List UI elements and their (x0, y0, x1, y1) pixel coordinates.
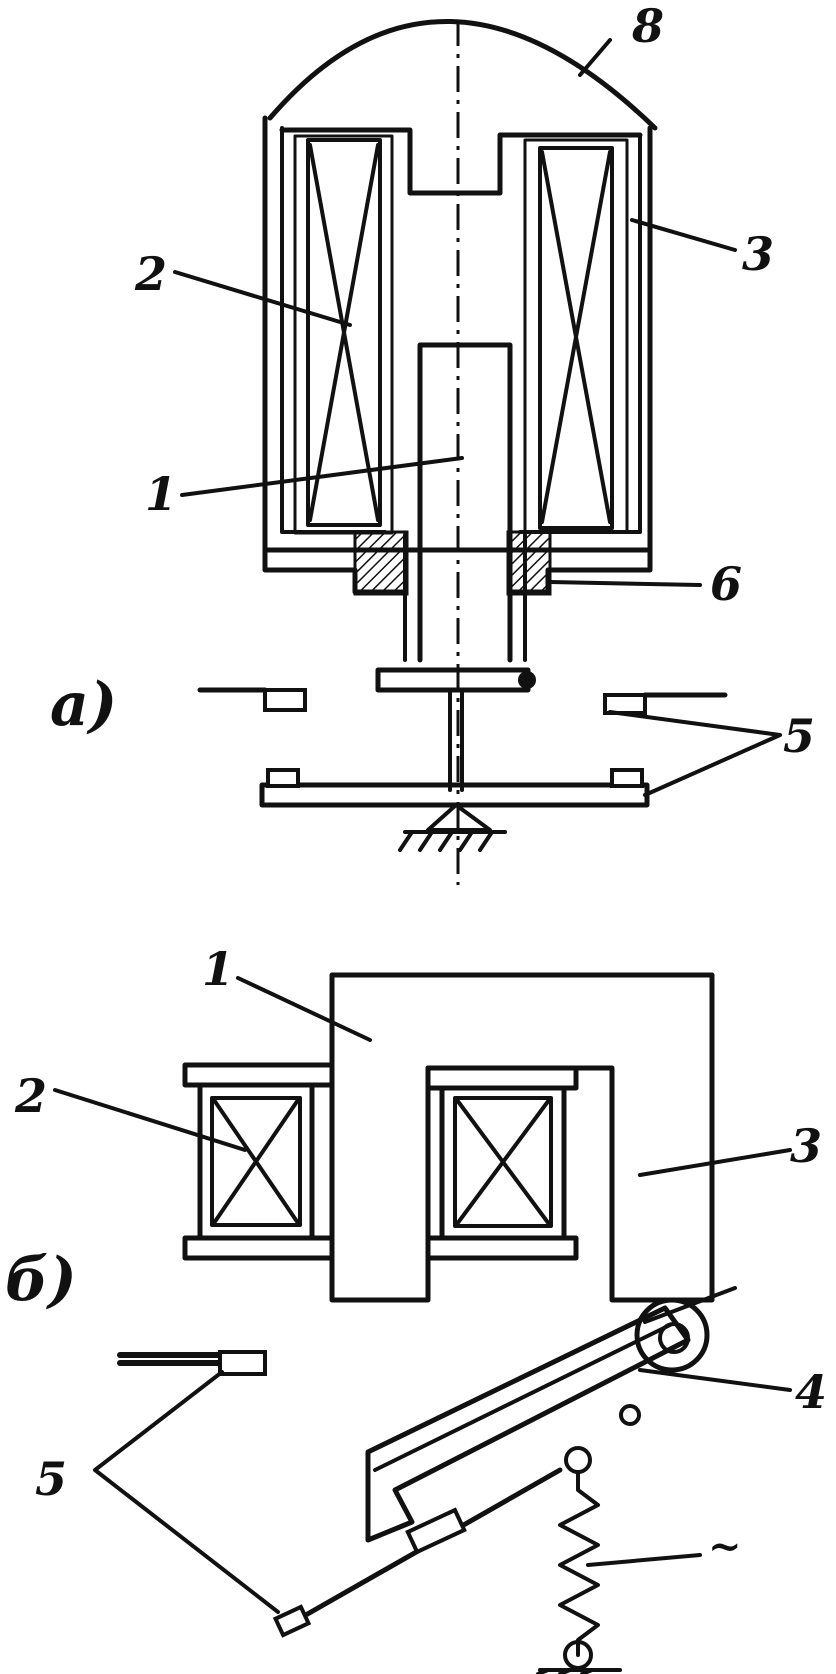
panel-label-a: a) (50, 670, 117, 740)
cap-dome (267, 18, 658, 131)
callout-b-yoke: 3 (790, 1119, 822, 1173)
fixed-contact-b (117, 1352, 228, 1366)
callout-b-coil: 2 (14, 1069, 47, 1123)
plunger-collar (375, 667, 531, 693)
coil-right (538, 146, 614, 530)
coil-b-inner (425, 1065, 579, 1091)
callout-b-armature: 4 (795, 1365, 827, 1419)
clapper-armature (365, 1305, 691, 1543)
callout-a-cap: 8 (631, 0, 664, 53)
panel-label-b: б) (5, 1245, 77, 1315)
housing-inner (280, 126, 642, 534)
figure-b (53, 972, 792, 1674)
magnetic-core (329, 972, 715, 1303)
callout-b-core: 1 (202, 942, 234, 996)
armature-plunger (417, 342, 513, 663)
return-spring (558, 1470, 600, 1657)
pivot-support (398, 803, 507, 852)
moving-contact-bar (259, 782, 650, 808)
callout-a-armature: 1 (145, 467, 177, 521)
callout-b-spring: ~ (708, 1523, 742, 1570)
figure-a (173, 18, 782, 885)
callout-a-bushing: 6 (710, 557, 742, 611)
armature-pivot (634, 1297, 710, 1373)
pole-piece (279, 127, 643, 196)
bushing-left (353, 530, 409, 596)
callout-a-coil: 2 (134, 247, 167, 301)
coil-b-left (182, 1062, 335, 1088)
bushing-right (506, 530, 552, 596)
callout-b-contacts: 5 (35, 1452, 67, 1506)
coil-left (306, 138, 382, 527)
callout-a-contacts: 5 (783, 709, 815, 763)
callout-a-housing: 3 (742, 227, 774, 281)
